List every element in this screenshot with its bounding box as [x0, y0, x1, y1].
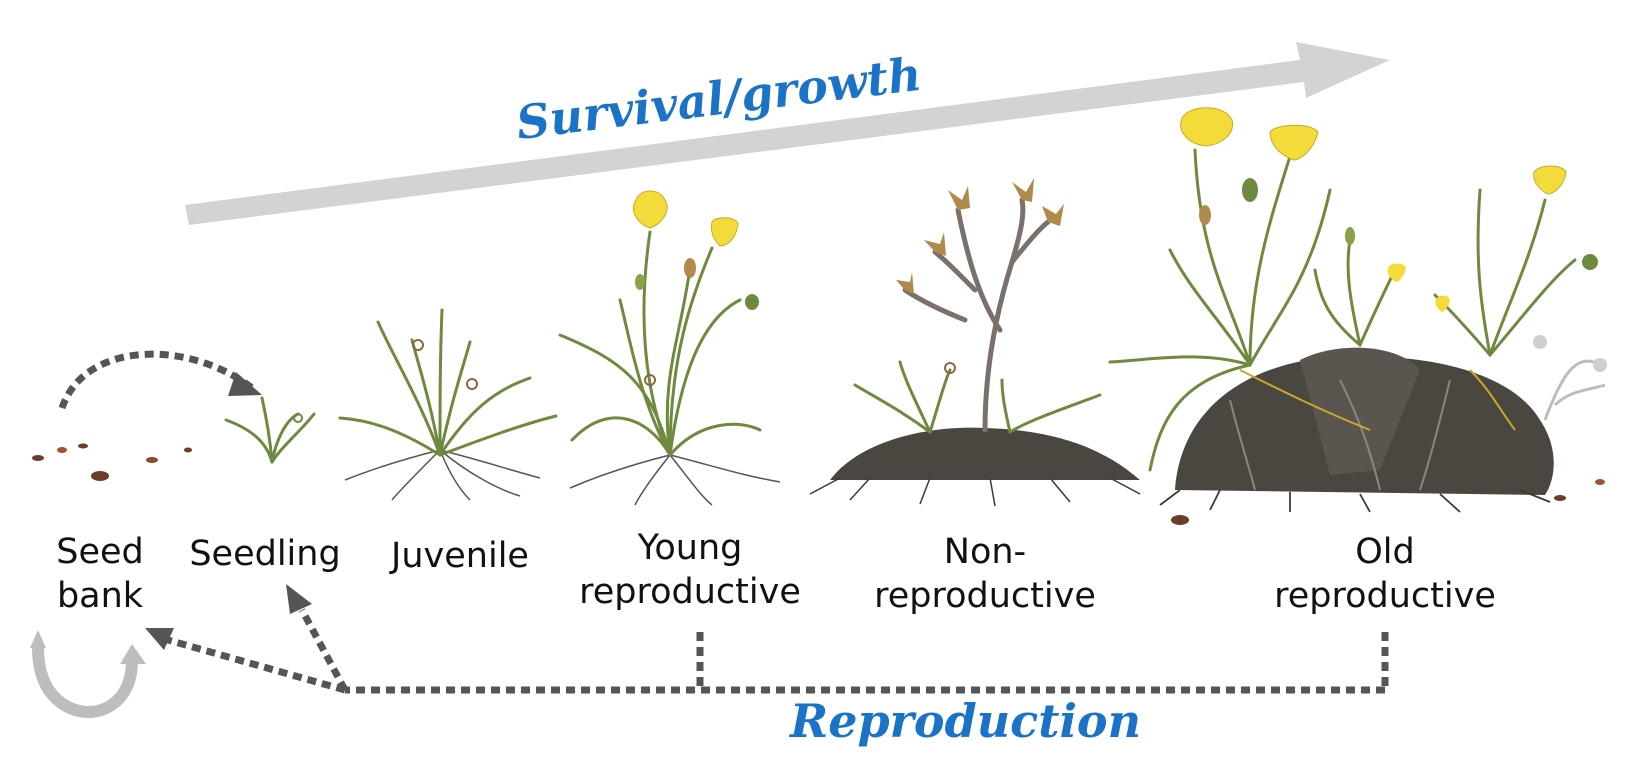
old-reproductive-line2: reproductive — [1274, 576, 1496, 616]
old-reproductive-line1: Old — [1355, 532, 1415, 572]
juvenile-illustration — [338, 308, 558, 501]
seed-bank-line1: Seed — [56, 532, 144, 572]
growth-arrow — [185, 42, 1390, 225]
arrowhead-to-seed-bank — [145, 628, 174, 650]
seed-bank-illustration — [32, 443, 192, 481]
stage-label-old-reproductive: Old reproductive — [1255, 530, 1515, 618]
germination-arrow — [58, 350, 262, 410]
stage-label-non-reproductive: Non- reproductive — [855, 530, 1115, 618]
juvenile-line1: Juvenile — [391, 536, 529, 576]
seed-bank-loop-arrow — [30, 630, 146, 719]
seedling-illustration — [224, 396, 316, 464]
arrowhead-to-seedling — [286, 584, 312, 614]
seed-bank-line2: bank — [56, 576, 144, 616]
stage-label-seed-bank: Seed bank — [40, 530, 160, 618]
young-reproductive-line1: Young — [637, 528, 743, 568]
reproduction-arrows — [167, 608, 1389, 694]
stage-label-seedling: Seedling — [175, 532, 355, 576]
seedling-line1: Seedling — [189, 534, 341, 574]
young-reproductive-line2: reproductive — [579, 572, 801, 612]
non-reproductive-line2: reproductive — [874, 576, 1096, 616]
non-reproductive-illustration — [809, 178, 1141, 507]
yellow-flower-icon — [632, 190, 739, 247]
stage-label-young-reproductive: Young reproductive — [560, 526, 820, 614]
yellow-flower-icon — [1180, 107, 1567, 312]
reproduction-label: Reproduction — [790, 694, 1142, 748]
non-reproductive-line1: Non- — [943, 532, 1027, 572]
old-reproductive-illustration — [1108, 107, 1607, 525]
young-reproductive-illustration — [558, 190, 781, 506]
stage-label-juvenile: Juvenile — [375, 534, 545, 578]
dried-seed-capsule-icon — [896, 178, 1064, 294]
